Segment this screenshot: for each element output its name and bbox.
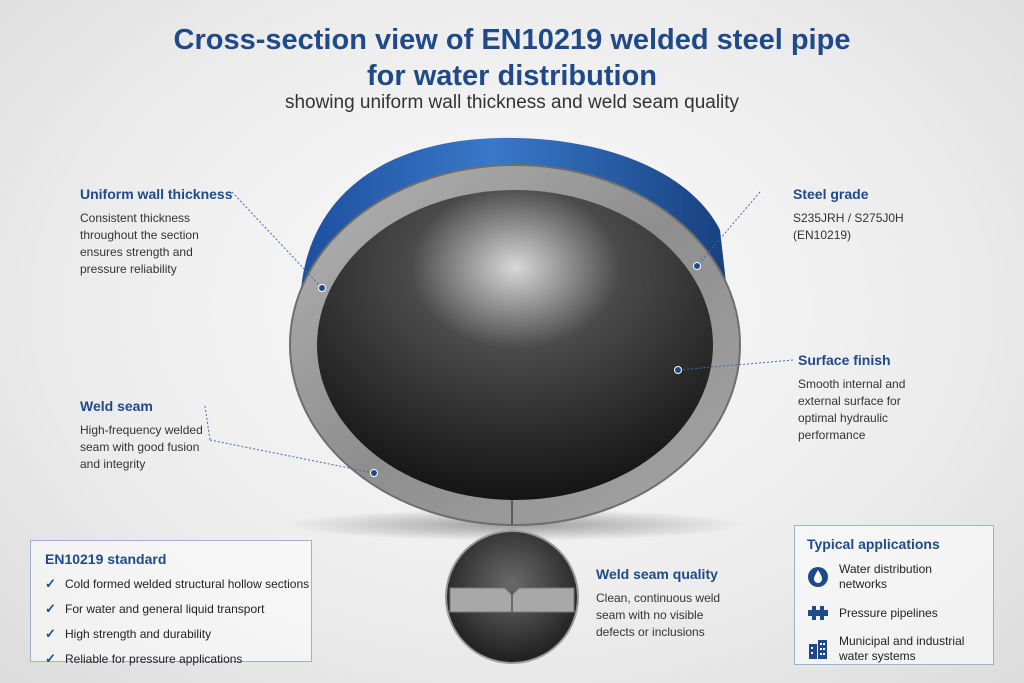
water-drop-icon bbox=[808, 567, 828, 587]
label-line: external surface for bbox=[798, 394, 901, 408]
list-item-label: networks bbox=[839, 577, 888, 591]
pipeline-icon bbox=[808, 606, 828, 620]
label-line: (EN10219) bbox=[793, 228, 852, 242]
label-heading: Steel grade bbox=[793, 186, 869, 202]
page-title: Cross-section view of EN10219 welded ste… bbox=[0, 22, 1024, 94]
check-icon: ✓ bbox=[45, 576, 56, 591]
title-line-1: Cross-section view of EN10219 welded ste… bbox=[173, 24, 851, 56]
list-item-label: Reliable for pressure applications bbox=[65, 652, 243, 666]
label-line: throughout the section bbox=[80, 228, 199, 242]
list-item: ✓ Cold formed welded structural hollow se… bbox=[45, 576, 311, 592]
title-line-2: for water distribution bbox=[367, 60, 657, 92]
callout-dot-finish bbox=[674, 366, 682, 374]
list-item-label: water systems bbox=[839, 649, 916, 663]
label-line: pressure reliability bbox=[80, 262, 177, 276]
label-text: S235JRH / S275J0H (EN10219) bbox=[793, 210, 993, 244]
callout-dot-wall bbox=[318, 284, 326, 292]
label-weld-quality: Weld seam quality Clean, continuous weld… bbox=[596, 566, 776, 641]
list-item-label: Pressure pipelines bbox=[839, 605, 938, 620]
page-subtitle: showing uniform wall thickness and weld … bbox=[284, 92, 740, 113]
label-text: High-frequency welded seam with good fus… bbox=[80, 422, 280, 473]
label-line: ensures strength and bbox=[80, 245, 193, 259]
standard-panel-heading: EN10219 standard bbox=[45, 551, 167, 567]
label-line: High-frequency welded bbox=[80, 423, 203, 437]
applications-panel-heading: Typical applications bbox=[807, 536, 940, 552]
label-line: Consistent thickness bbox=[80, 211, 191, 225]
label-line: Clean, continuous weld bbox=[596, 591, 721, 605]
label-heading: Weld seam quality bbox=[596, 566, 718, 582]
building-icon bbox=[809, 640, 827, 659]
label-surface-finish: Surface finish Smooth internal and exter… bbox=[798, 352, 998, 444]
standard-panel: EN10219 standard ✓ Cold formed welded str… bbox=[30, 540, 312, 666]
list-item-label: High strength and durability bbox=[65, 627, 212, 641]
label-line: defects or inclusions bbox=[596, 625, 705, 639]
label-line: and integrity bbox=[80, 457, 146, 471]
list-item-label: For water and general liquid transport bbox=[65, 602, 265, 616]
callout-dot-grade bbox=[693, 262, 701, 270]
list-item: ✓ High strength and durability bbox=[45, 626, 311, 642]
label-line: Smooth internal and bbox=[798, 377, 906, 391]
label-line: S235JRH / S275J0H bbox=[793, 211, 904, 225]
list-item-label: Municipal and industrial bbox=[839, 634, 965, 648]
label-heading: Weld seam bbox=[80, 398, 153, 414]
label-line: seam with no visible bbox=[596, 608, 704, 622]
list-item: Pressure pipelines bbox=[807, 602, 993, 624]
label-steel-grade: Steel grade S235JRH / S275J0H (EN10219) bbox=[793, 186, 993, 244]
label-text: Consistent thickness throughout the sect… bbox=[80, 210, 280, 278]
label-heading: Surface finish bbox=[798, 352, 891, 368]
callout-line-finish bbox=[677, 359, 794, 371]
callout-line-weld-a bbox=[204, 405, 211, 441]
list-item-label: Cold formed welded structural hollow sec… bbox=[65, 577, 310, 591]
check-icon: ✓ bbox=[45, 651, 56, 666]
label-wall-thickness: Uniform wall thickness Consistent thickn… bbox=[80, 186, 280, 278]
label-text: Clean, continuous weld seam with no visi… bbox=[596, 590, 776, 641]
label-weld-seam: Weld seam High-frequency welded seam wit… bbox=[80, 398, 280, 473]
label-line: performance bbox=[798, 428, 866, 442]
pipe-bore bbox=[317, 190, 713, 500]
check-icon: ✓ bbox=[45, 601, 56, 616]
label-heading: Uniform wall thickness bbox=[80, 186, 233, 202]
callout-dot-weld bbox=[370, 469, 378, 477]
callout-line-grade bbox=[696, 191, 761, 267]
callout-line-wall bbox=[231, 191, 323, 289]
list-item: ✓ Reliable for pressure applications bbox=[45, 651, 311, 667]
list-item: ✓ For water and general liquid transport bbox=[45, 601, 311, 617]
label-line: optimal hydraulic bbox=[798, 411, 889, 425]
label-text: Smooth internal and external surface for… bbox=[798, 376, 998, 444]
list-item-label: Water distribution bbox=[839, 562, 932, 576]
label-line: seam with good fusion bbox=[80, 440, 200, 454]
check-icon: ✓ bbox=[45, 626, 56, 641]
